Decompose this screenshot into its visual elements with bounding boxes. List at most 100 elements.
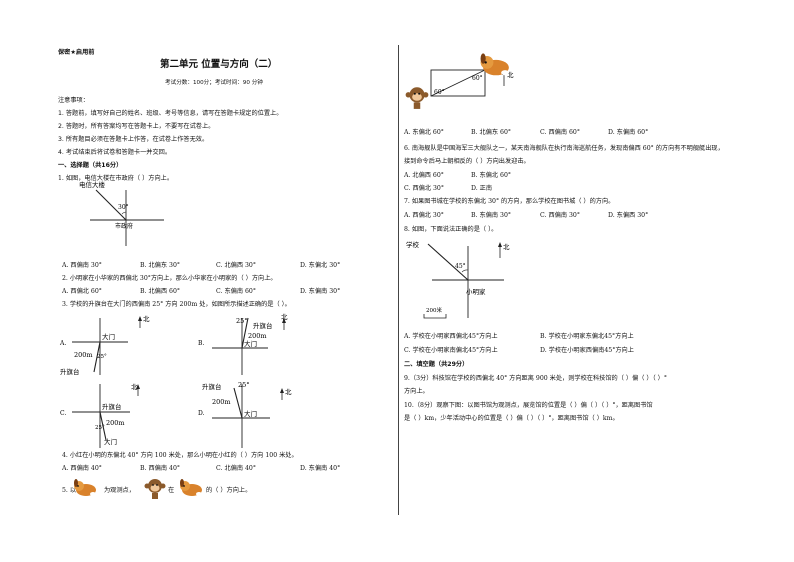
q5-text-c: 在 <box>168 487 175 494</box>
notes-heading: 注意事项： <box>58 97 89 104</box>
note-4: 4. 考试结束后将试卷和答题卡一并交回。 <box>58 149 172 156</box>
q2-option-a[interactable]: A. 西偏北 60° <box>62 288 102 295</box>
q7-option-b[interactable]: B. 东偏南 30° <box>471 212 511 219</box>
q4-text: 4. 小红在小明的东偏北 40° 方向 100 米处，那么小明在小红的（ ）方向… <box>62 452 298 459</box>
q3-figure-c[interactable]: C. 北 升旗台 200m 25° 大门 <box>60 378 170 453</box>
q3-a-north: 北 <box>143 315 150 323</box>
q9-text-1: 9.（3分）科技馆在学校的西偏北 40° 方向距离 900 米处，则学校在科技馆… <box>404 375 667 382</box>
q5-fig-angle2: 60° <box>472 75 483 82</box>
q5-option-a[interactable]: A. 东偏北 60° <box>404 129 444 136</box>
q3-figure-b[interactable]: B. 北 25° 升旗台 200m 大门 <box>198 310 308 380</box>
q4-option-c[interactable]: C. 北偏南 40° <box>216 465 256 472</box>
exam-meta: 考试分数：100分；考试时间：90 分钟 <box>165 80 263 86</box>
q3-a-flag: 升旗台 <box>60 367 80 376</box>
q8-option-b[interactable]: B. 学校在小明家东偏北45°方向上 <box>540 333 634 340</box>
q2-text: 2. 小明家在小华家的西偏北 30°方向上，那么小华家在小明家的（ ）方向上。 <box>62 275 277 282</box>
q3-a-deg: 25° <box>97 354 107 360</box>
q3-b-north: 北 <box>281 313 288 321</box>
q1-text: 1. 如图，电信大楼在市政府（ ）方向上。 <box>58 175 174 182</box>
q5-text-d: 的（ ）方向上。 <box>206 487 252 494</box>
note-2: 2. 答题时，所有答案均写在答题卡上，不要写在试卷上。 <box>58 123 215 130</box>
q5-text-b: 为观测点， <box>104 487 135 494</box>
q8-option-c[interactable]: C. 学校在小明家南偏北45°方向上 <box>404 347 498 354</box>
q8-fig-home: 小明家 <box>466 287 486 296</box>
q1-label-angle: 30° <box>118 204 129 211</box>
column-divider <box>398 45 399 515</box>
q3-b-deg: 25° <box>236 317 248 325</box>
q3-d-letter: D. <box>198 410 205 417</box>
monkey-icon <box>144 479 166 499</box>
q3-b-dist: 200m <box>248 332 267 340</box>
q1-label-top: 电信大楼 <box>79 180 106 189</box>
q1-option-d[interactable]: D. 东偏北 30° <box>300 262 341 269</box>
q3-d-north: 北 <box>285 388 292 396</box>
q3-a-dist: 200m <box>74 351 93 359</box>
q8-fig-north: 北 <box>503 243 510 251</box>
q5-option-b[interactable]: B. 北偏东 60° <box>471 129 511 136</box>
monkey-icon <box>405 87 429 109</box>
q7-option-d[interactable]: D. 东偏西 30° <box>608 212 649 219</box>
q8-option-a[interactable]: A. 学校在小明家西偏北45°方向上 <box>404 333 498 340</box>
q5-fig-angle1: 60° <box>434 89 445 96</box>
q3-d-gate: 大门 <box>244 409 257 418</box>
dog-icon <box>180 479 202 496</box>
q3-a-gate: 大门 <box>102 332 115 341</box>
q3-c-gate: 大门 <box>104 437 117 446</box>
q3-c-deg: 25° <box>95 425 105 431</box>
dog-icon <box>74 479 96 496</box>
q1-option-a[interactable]: A. 西偏南 30° <box>62 262 102 269</box>
q6-option-b[interactable]: B. 东偏北 60° <box>471 172 511 179</box>
q5-figure: 60° 60° 北 <box>430 69 514 97</box>
q3-c-flag: 升旗台 <box>102 402 122 411</box>
q1-option-b[interactable]: B. 北偏东 30° <box>140 262 180 269</box>
q3-d-deg: 25° <box>238 381 250 389</box>
q5-option-d[interactable]: D. 东偏南 60° <box>608 129 649 136</box>
page-title: 第二单元 位置与方向（二） <box>160 59 278 70</box>
q10-text-1: 10.（8分）观察下图：以图书馆为观测点，展览馆的位置是（ ）偏（ ）（ ）°，… <box>404 402 653 409</box>
q6-option-a[interactable]: A. 北偏西 60° <box>404 172 444 179</box>
q8-figure: 学校 45° 小明家 北 200米 <box>406 240 510 319</box>
q1-figure: 电信大楼 30° 市政府 <box>79 180 164 246</box>
q8-fig-school: 学校 <box>406 240 420 249</box>
q7-text: 7. 如果图书城在学校的东偏北 30° 的方向，那么学校在图书城（ ）的方向。 <box>404 198 615 205</box>
q8-text: 8. 如图，下面说法正确的是（ ）。 <box>404 226 498 233</box>
q4-option-a[interactable]: A. 西偏南 40° <box>62 465 102 472</box>
q5-text-a: 5. 以 <box>62 487 77 494</box>
q6-option-d[interactable]: D. 正南 <box>471 185 493 192</box>
q6-option-c[interactable]: C. 西偏北 30° <box>404 185 444 192</box>
section2-heading: 二、填空题（共29分） <box>404 361 469 368</box>
q8-option-d[interactable]: D. 学校在小明家西偏南45°方向上 <box>540 347 634 354</box>
q4-option-b[interactable]: B. 西偏南 40° <box>140 465 180 472</box>
note-1: 1. 答题前，填写好自己的姓名、班级、考号等信息，请写在答题卡规定的位置上。 <box>58 110 283 117</box>
q6-text-2: 接到命令后马上朝相反的（ ）方向出发迎击。 <box>404 158 530 165</box>
q2-option-c[interactable]: C. 东偏南 60° <box>216 288 256 295</box>
q1-label-bottom: 市政府 <box>115 222 133 230</box>
secret-label: 保密★启用前 <box>58 49 95 56</box>
q3-figure-a[interactable]: A. 北 大门 200m 25° 升旗台 <box>59 310 170 380</box>
q4-option-d[interactable]: D. 东偏南 40° <box>300 465 341 472</box>
note-3: 3. 所有题目必须在答题卡上作答，在试卷上作答无效。 <box>58 136 209 143</box>
q8-fig-angle: 45° <box>455 263 466 270</box>
q9-text-2: 方向上。 <box>404 388 429 395</box>
q3-c-north: 北 <box>131 383 138 391</box>
q2-option-b[interactable]: B. 北偏西 60° <box>140 288 180 295</box>
section1-heading: 一、选择题（共16分） <box>58 162 123 169</box>
q3-text: 3. 学校的升旗台在大门的西偏南 25° 方向 200m 处，如图所示描述正确的… <box>62 301 291 308</box>
dog-icon <box>480 53 509 76</box>
q3-figure-d[interactable]: D. 北 升旗台 25° 200m 大门 <box>198 378 308 453</box>
q7-option-c[interactable]: C. 西偏南 30° <box>540 212 580 219</box>
q2-option-d[interactable]: D. 东偏南 30° <box>300 288 341 295</box>
q10-text-2: 是（ ）km，少年活动中心的位置是（ ）偏（ ）（ ）°，距离图书馆（ ）km。 <box>404 415 619 422</box>
q3-c-dist: 200m <box>106 419 125 427</box>
q6-text-1: 6. 南海舰队是中国海军三大舰队之一，某天南海舰队在执行南海巡航任务，发现南偏西… <box>404 145 724 152</box>
q3-d-flag: 升旗台 <box>202 382 222 391</box>
q3-b-flag: 升旗台 <box>253 321 273 330</box>
q5-fig-north: 北 <box>507 71 514 79</box>
q5-option-c[interactable]: C. 西偏南 60° <box>540 129 580 136</box>
q3-c-letter: C. <box>60 410 66 417</box>
q3-a-letter: A. <box>59 340 66 347</box>
q3-b-letter: B. <box>198 340 204 347</box>
q1-option-c[interactable]: C. 北偏西 30° <box>216 262 256 269</box>
q7-option-a[interactable]: A. 西偏北 30° <box>404 212 444 219</box>
